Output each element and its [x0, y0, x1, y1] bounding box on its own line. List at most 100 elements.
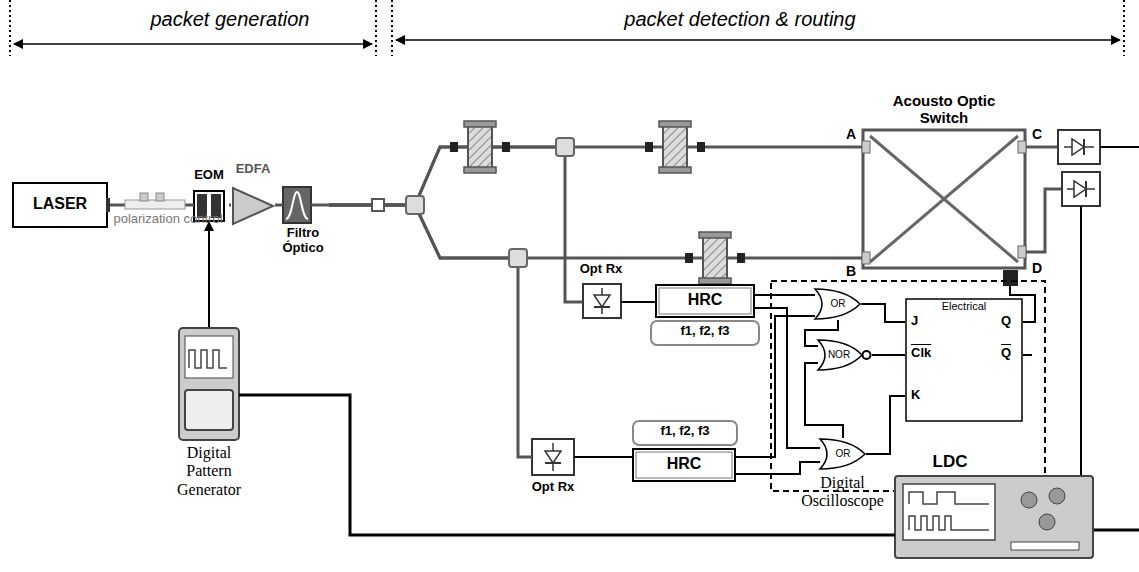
- pattern-generator: Digital Pattern Generator: [161, 328, 257, 508]
- line-shape: [795, 534, 895, 537]
- section-label: packet generation: [110, 8, 350, 31]
- signal-wire: [805, 363, 843, 438]
- port-label: D: [1030, 260, 1044, 276]
- circle-shape: [1049, 488, 1065, 504]
- signal-wire: [861, 304, 905, 322]
- signal-wire: [257, 395, 795, 535]
- polygon-shape: [545, 451, 561, 463]
- optical-fiber: [329, 205, 528, 457]
- amplifier-triangle: EDFA: [231, 160, 275, 226]
- optical-receiver: Opt Rx: [528, 438, 578, 500]
- switch-control-port: [1003, 270, 1018, 286]
- signal-wire: [872, 354, 905, 356]
- node-text: LASER: [12, 195, 108, 213]
- line-shape: [575, 301, 583, 304]
- optical-fiber: [229, 204, 231, 207]
- node-text: LDC: [920, 452, 980, 472]
- line-shape: [375, 0, 377, 56]
- path-shape: [1026, 189, 1062, 252]
- rect-shape: [125, 200, 185, 209]
- rect-shape: [532, 439, 574, 475]
- laser-box: LASER: [12, 182, 108, 228]
- optical-receiver: Opt Rx: [575, 262, 627, 320]
- node-text: NOR: [824, 349, 854, 361]
- section-label: packet detection & routing: [560, 8, 920, 31]
- port-label: A: [844, 126, 858, 142]
- rect-shape: [1018, 246, 1026, 258]
- node-text: Opt Rx: [575, 262, 627, 277]
- path-shape: [909, 516, 989, 530]
- rect-shape: [633, 421, 737, 445]
- node-text: OR: [828, 448, 858, 460]
- or-gate: OR: [815, 288, 861, 320]
- rect-shape: [1062, 172, 1100, 206]
- line-shape: [189, 204, 194, 207]
- path-shape: [286, 192, 308, 219]
- node-text: f1, f2, f3: [632, 424, 738, 439]
- node-text: HRC: [655, 291, 755, 309]
- node-text: OR: [823, 298, 853, 310]
- line-shape: [1123, 0, 1125, 56]
- ldc-region: LDC OR NOR OR ElectricalJClkQKQ: [770, 280, 1046, 492]
- rect-shape: [156, 193, 164, 201]
- path-shape: [818, 340, 862, 370]
- qbar-pin: [1023, 354, 1032, 356]
- rect-shape: [633, 449, 735, 481]
- line-shape: [621, 301, 627, 303]
- rect-shape: [1018, 141, 1026, 153]
- fiber-delay-spool: [450, 121, 510, 173]
- oscilloscope: Digital Oscilloscope: [795, 468, 1095, 560]
- line-shape: [1083, 139, 1085, 155]
- rect-shape: [583, 284, 621, 318]
- node-text: HRC: [632, 455, 736, 473]
- rect-shape: [771, 281, 1045, 491]
- line-shape: [1080, 206, 1082, 476]
- rect-shape: [283, 187, 311, 223]
- photodetector-d: [1026, 172, 1100, 476]
- line-shape: [14, 43, 372, 45]
- fiber-coupler: [406, 196, 424, 214]
- path-shape: [815, 289, 860, 319]
- polygon-shape: [233, 188, 273, 224]
- signal-wire: [208, 222, 210, 328]
- path-shape: [909, 492, 989, 504]
- node-text: EDFA: [231, 162, 275, 177]
- polygon-shape: [1074, 181, 1086, 197]
- signal-wire: [578, 456, 632, 458]
- polygon-shape: [594, 295, 610, 307]
- node-text: Electrical: [925, 300, 1003, 313]
- optical-filter: Filtro Óptico: [277, 186, 329, 264]
- line-shape: [277, 204, 283, 207]
- scope-output-wire: [1093, 529, 1139, 532]
- rect-shape: [1011, 542, 1079, 550]
- node-text: K: [911, 388, 927, 403]
- node-text: Digital Oscilloscope: [795, 474, 890, 511]
- photodetector-c: [1026, 130, 1139, 164]
- rect-shape: [1058, 130, 1100, 164]
- polarization-controller: [125, 193, 185, 209]
- node-text: Digital Pattern Generator: [169, 444, 249, 499]
- line-shape: [311, 204, 329, 207]
- circle-shape: [1039, 514, 1055, 530]
- rect-shape: [106, 198, 110, 212]
- rect-shape: [13, 183, 107, 227]
- hrc-box: HRC: [632, 448, 736, 482]
- circle-shape: [1021, 492, 1037, 508]
- line-shape: [391, 0, 393, 56]
- rect-shape: [656, 285, 754, 317]
- signal-wire: [866, 396, 905, 454]
- fiber-coupler: [556, 138, 574, 156]
- jk-flip-flop: ElectricalJClkQKQ: [905, 298, 1023, 422]
- line-shape: [870, 136, 1018, 262]
- rect-shape: [140, 193, 148, 201]
- frequency-box: f1, f2, f3: [650, 320, 760, 346]
- hrc-box: HRC: [655, 284, 755, 318]
- rect-shape: [185, 336, 233, 378]
- line-shape: [239, 394, 257, 397]
- line-shape: [1026, 146, 1058, 149]
- node-text: f1, f2, f3: [650, 324, 760, 339]
- acousto-optic-switch: Acousto Optic Switch: [862, 90, 1026, 270]
- line-shape: [528, 456, 532, 459]
- or-gate: OR: [820, 438, 866, 470]
- line-shape: [396, 39, 1120, 41]
